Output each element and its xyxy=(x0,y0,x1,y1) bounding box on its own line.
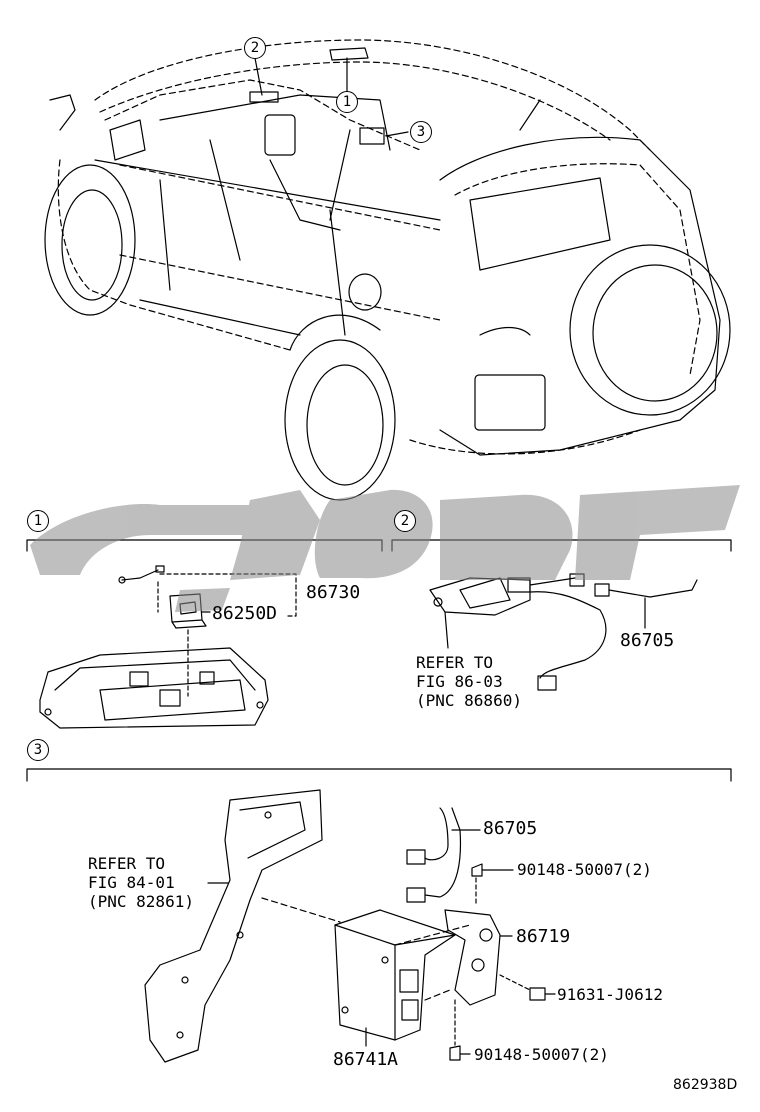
section1-illustration xyxy=(39,565,297,729)
part-90148-50007-top: 90148-50007(2) xyxy=(517,860,652,879)
diagram-code: 862938D xyxy=(673,1077,738,1093)
callout-1: 1 xyxy=(336,91,358,113)
part-86250d: 86250D xyxy=(212,603,278,624)
part-86730: 86730 xyxy=(306,582,361,603)
watermark-logo xyxy=(30,485,740,612)
section3-refer-line3: (PNC 82861) xyxy=(88,892,194,911)
section2-refer-line3: (PNC 86860) xyxy=(416,691,522,710)
section3-number: 3 xyxy=(27,739,49,761)
part-86741a: 86741A xyxy=(333,1049,399,1070)
vehicle-leaders xyxy=(254,57,409,137)
part-86719: 86719 xyxy=(516,926,571,947)
section2-refer-line2: FIG 86-03 xyxy=(416,672,503,691)
section3-illustration xyxy=(144,789,556,1063)
section2-number: 2 xyxy=(394,510,416,532)
section1-number: 1 xyxy=(27,510,49,532)
part-86705-s3: 86705 xyxy=(483,818,538,839)
callout-2: 2 xyxy=(244,37,266,59)
callout-3: 3 xyxy=(410,121,432,143)
part-90148-50007-bottom: 90148-50007(2) xyxy=(474,1045,609,1064)
section3-refer-line2: FIG 84-01 xyxy=(88,873,175,892)
part-86705-s2: 86705 xyxy=(620,630,675,651)
section3-refer-line1: REFER TO xyxy=(88,854,166,873)
vehicle-illustration xyxy=(44,39,731,501)
part-91631-j0612: 91631-J0612 xyxy=(557,985,663,1004)
section2-refer-line1: REFER TO xyxy=(416,653,494,672)
